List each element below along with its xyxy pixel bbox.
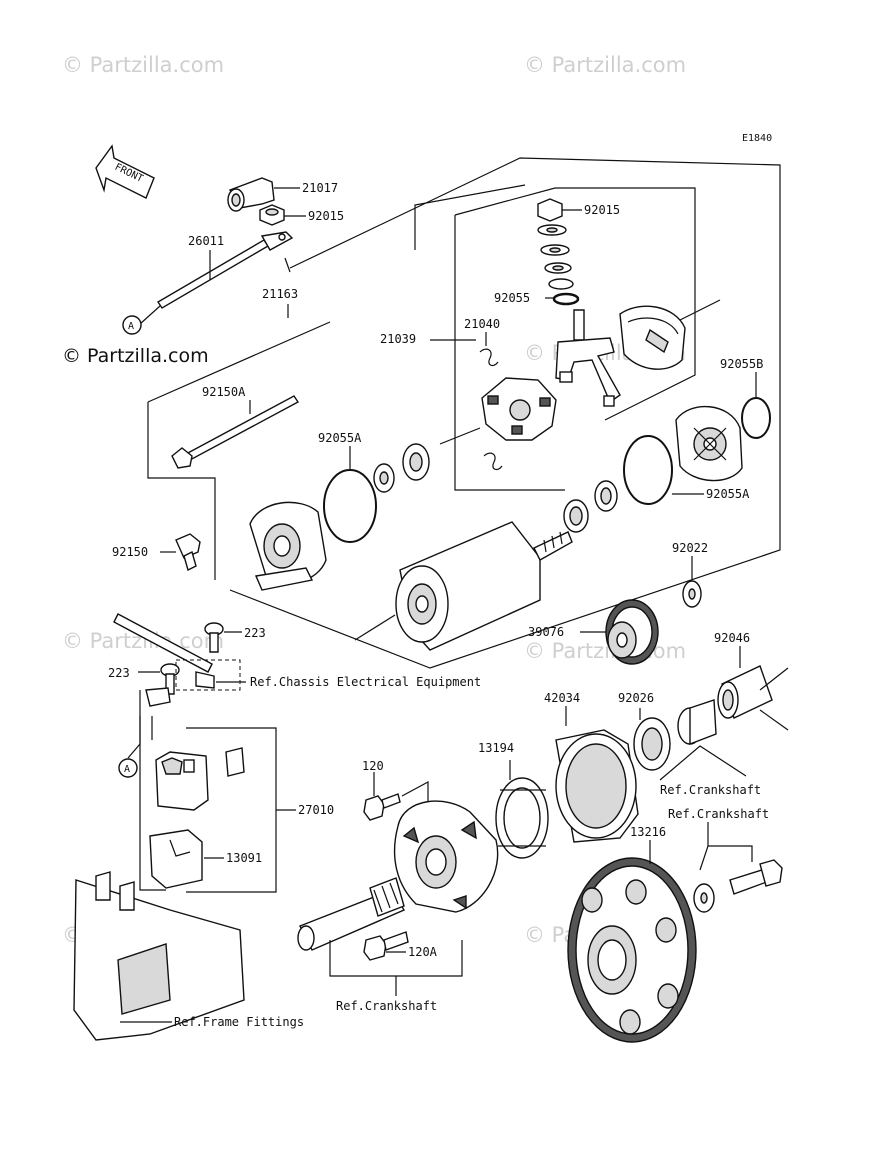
watermark-text: © Partzilla.com [62, 53, 224, 77]
diagram-code: E1840 [742, 133, 772, 144]
label-92150: 92150 [112, 545, 148, 559]
watermark-text: © Partzilla.com [524, 53, 686, 77]
label-223-top: 223 [244, 626, 266, 640]
part-92015-nut [259, 204, 306, 226]
starter-assembly-frame [147, 157, 781, 669]
label-39076: 39076 [528, 625, 564, 639]
ref-chassis-electrical[interactable]: Ref.Chassis Electrical Equipment [250, 675, 481, 689]
part-starter-clutch-hub [393, 800, 499, 913]
ref-a-marker: A [122, 315, 142, 335]
watermark-prominent: © Partzilla.com [62, 345, 209, 367]
part-92150a-bolt [171, 395, 300, 469]
label-120: 120 [362, 759, 384, 773]
label-26011: 26011 [188, 234, 224, 248]
label-92150a: 92150A [202, 385, 246, 399]
part-92055a-oring-right [623, 435, 704, 505]
part-13194-one-way-clutch [495, 760, 549, 859]
label-92022: 92022 [672, 541, 708, 555]
label-92015-center: 92015 [584, 203, 620, 217]
ref-crankshaft-2[interactable]: Ref.Crankshaft [668, 807, 769, 821]
part-92055a-oring-left [323, 446, 377, 543]
part-92015-nut-stack [537, 198, 582, 306]
part-13216-starter-gear [567, 840, 697, 1043]
part-bearing-pair [563, 480, 618, 533]
svg-text:A: A [128, 321, 134, 332]
label-13216: 13216 [630, 825, 666, 839]
ref-crankshaft-3[interactable]: Ref.Crankshaft [336, 999, 437, 1013]
part-terminal-bolt [555, 309, 621, 407]
label-92055: 92055 [494, 291, 530, 305]
svg-text:A: A [124, 764, 130, 775]
part-92150-bolt [160, 533, 201, 572]
part-front-housing [249, 501, 327, 591]
label-92026: 92026 [618, 691, 654, 705]
label-223-left: 223 [108, 666, 130, 680]
front-arrow-icon: FRONT [95, 144, 155, 199]
part-26011-cable [139, 231, 294, 325]
part-223-bolt-top [204, 622, 242, 653]
label-92046: 92046 [714, 631, 750, 645]
label-42034: 42034 [544, 691, 580, 705]
label-27010: 27010 [298, 803, 334, 817]
part-39076-idler-gear [580, 599, 659, 665]
part-21039-brush-holder [430, 339, 557, 441]
ref-frame-fittings[interactable]: Ref.Frame Fittings [174, 1015, 304, 1029]
part-120a-bolt [363, 931, 409, 961]
part-crank-bolt-washer [693, 822, 783, 913]
label-92015: 92015 [308, 209, 344, 223]
part-end-cover [619, 305, 686, 370]
ref-crankshaft-1[interactable]: Ref.Crankshaft [660, 783, 761, 797]
label-92055a-left: 92055A [318, 431, 362, 445]
label-21163: 21163 [262, 287, 298, 301]
part-92046-needle-bearing [717, 646, 789, 731]
ref-a-marker-bottom: A [118, 758, 138, 778]
part-27010-starter-relay [151, 716, 296, 893]
label-92055a-right: 92055A [706, 487, 750, 501]
part-21040-spring [479, 332, 503, 471]
part-frame-bracket [73, 871, 245, 1041]
watermark-text: © Partzilla.com [524, 639, 686, 663]
part-bearing-left [373, 427, 481, 493]
part-42034-clutch-gear [555, 706, 639, 843]
part-92055b-oring [741, 372, 771, 439]
label-120a: 120A [408, 945, 438, 959]
label-21039: 21039 [380, 332, 416, 346]
label-13194: 13194 [478, 741, 514, 755]
part-92022-washer [682, 556, 702, 608]
label-21040: 21040 [464, 317, 500, 331]
part-13091-relay-cover [139, 716, 224, 891]
part-crankshaft-end [297, 877, 463, 996]
label-21017: 21017 [302, 181, 338, 195]
label-13091: 13091 [226, 851, 262, 865]
part-92026-spacer [633, 699, 747, 781]
label-92055b: 92055B [720, 357, 763, 371]
part-21017-cap [227, 177, 300, 212]
part-starter-motor-body [395, 521, 573, 651]
part-harness-cable [113, 613, 246, 759]
part-rear-housing [675, 405, 743, 482]
